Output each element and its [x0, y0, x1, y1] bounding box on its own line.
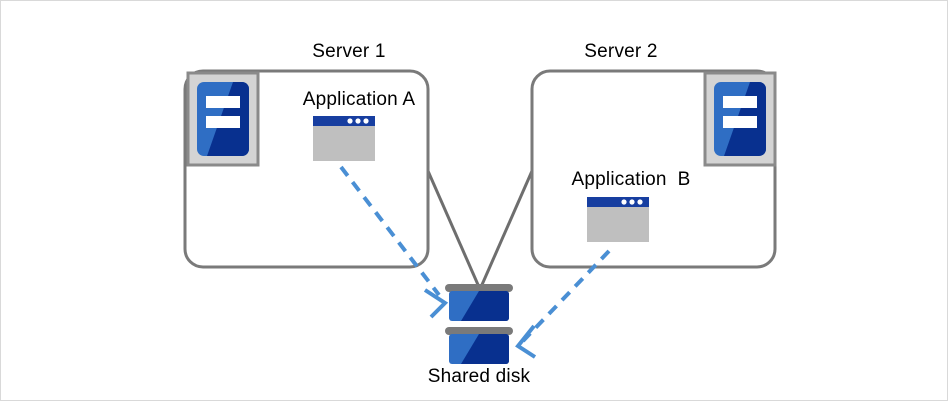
access-arrows [339, 165, 611, 359]
server-1-label: Server 1 [312, 41, 386, 62]
application-window-icon [313, 116, 375, 161]
arrow-app-b-to-disk [515, 249, 611, 359]
application-b-label: Application B [571, 169, 691, 190]
server-rack-icon [197, 82, 249, 156]
shared-disk-icon[interactable] [445, 284, 513, 364]
link-server-1-disk [426, 170, 481, 288]
application-window-icon [587, 197, 649, 242]
server-2-label: Server 2 [584, 41, 658, 62]
server-rack-icon [714, 82, 766, 156]
shared-disk-label: Shared disk [427, 366, 531, 387]
server-2-container[interactable] [530, 69, 777, 269]
disk-unit-1-bar [445, 284, 513, 292]
application-a-label: Application A [302, 89, 416, 110]
disk-unit-2-bar [445, 327, 513, 335]
arrow-app-a-to-disk [339, 165, 449, 319]
connector-lines [426, 170, 534, 288]
server-1-container[interactable] [183, 69, 430, 269]
link-server-2-disk [479, 170, 534, 288]
